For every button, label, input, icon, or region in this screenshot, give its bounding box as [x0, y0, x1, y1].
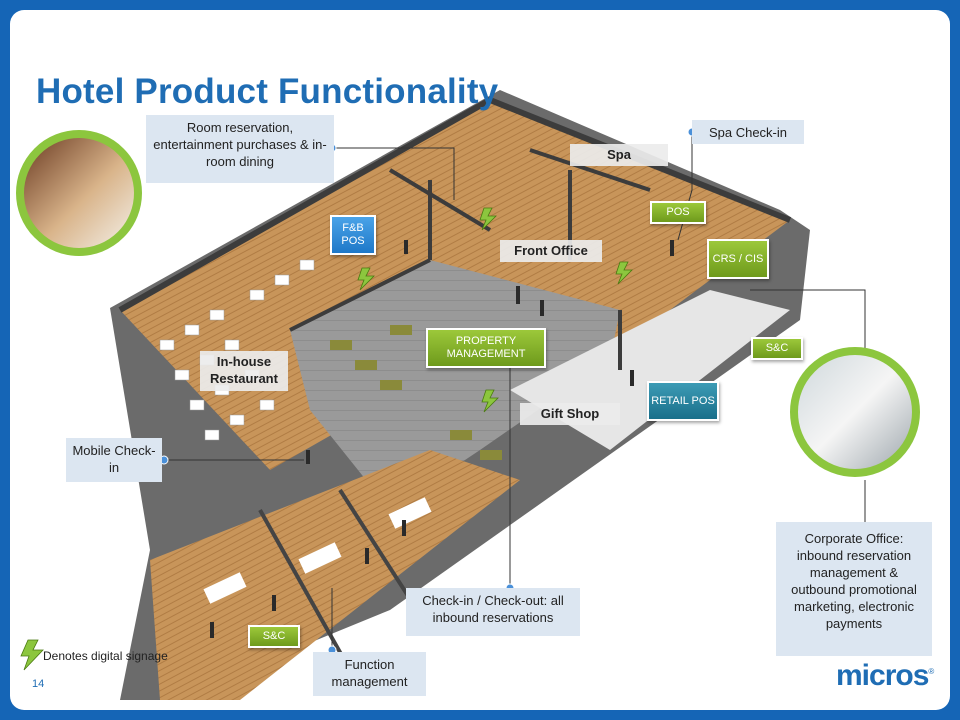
people — [210, 240, 674, 638]
exterior-wall — [118, 96, 792, 313]
connector-lines — [164, 132, 866, 650]
wall — [258, 509, 352, 671]
lobby-sofas — [330, 325, 502, 460]
room-label-restaurant: In-house Restaurant — [200, 351, 288, 391]
slide: Hotel Product Functionality Room reserva… — [10, 10, 950, 710]
lobby-floor — [290, 260, 620, 510]
digital-signage-markers — [357, 207, 633, 413]
room-label-spa: Spa — [570, 144, 668, 166]
callout-checkin-checkout: Check-in / Check-out: all inbound reserv… — [406, 588, 580, 636]
room-label-front-office: Front Office — [500, 240, 602, 262]
logo-text: micros — [836, 659, 929, 692]
page-title: Hotel Product Functionality — [36, 72, 499, 111]
wall — [529, 148, 651, 192]
callout-corporate-office: Corporate Office: inbound reservation ma… — [776, 522, 932, 656]
legend-text: Denotes digital signage — [43, 649, 168, 663]
registered-mark: ® — [928, 667, 934, 676]
sc-button-bottom[interactable]: S&C — [248, 625, 300, 648]
lightning-icon — [20, 639, 44, 671]
function-room-tables — [203, 497, 432, 604]
room-label-gift-shop: Gift Shop — [520, 403, 620, 425]
room-service-photo — [16, 130, 142, 256]
retail-pos-button[interactable]: RETAIL POS — [647, 381, 719, 421]
sc-button-right[interactable]: S&C — [751, 337, 803, 360]
fb-pos-button[interactable]: F&B POS — [330, 215, 376, 255]
callout-mobile-checkin: Mobile Check-in — [66, 438, 162, 482]
page-number: 14 — [32, 678, 45, 690]
callout-spa-checkin: Spa Check-in — [692, 120, 804, 144]
corporate-office-photo — [790, 347, 920, 477]
crs-cis-button[interactable]: CRS / CIS — [707, 239, 769, 279]
callout-room-reservation: Room reservation, entertainment purchase… — [146, 115, 334, 183]
wall — [289, 258, 431, 332]
pos-button[interactable]: POS — [650, 201, 706, 224]
callout-function-management: Function management — [313, 652, 426, 696]
wall — [388, 168, 492, 232]
property-management-button[interactable]: PROPERTY MANAGEMENT — [426, 328, 546, 368]
micros-logo: micros® — [836, 659, 934, 693]
